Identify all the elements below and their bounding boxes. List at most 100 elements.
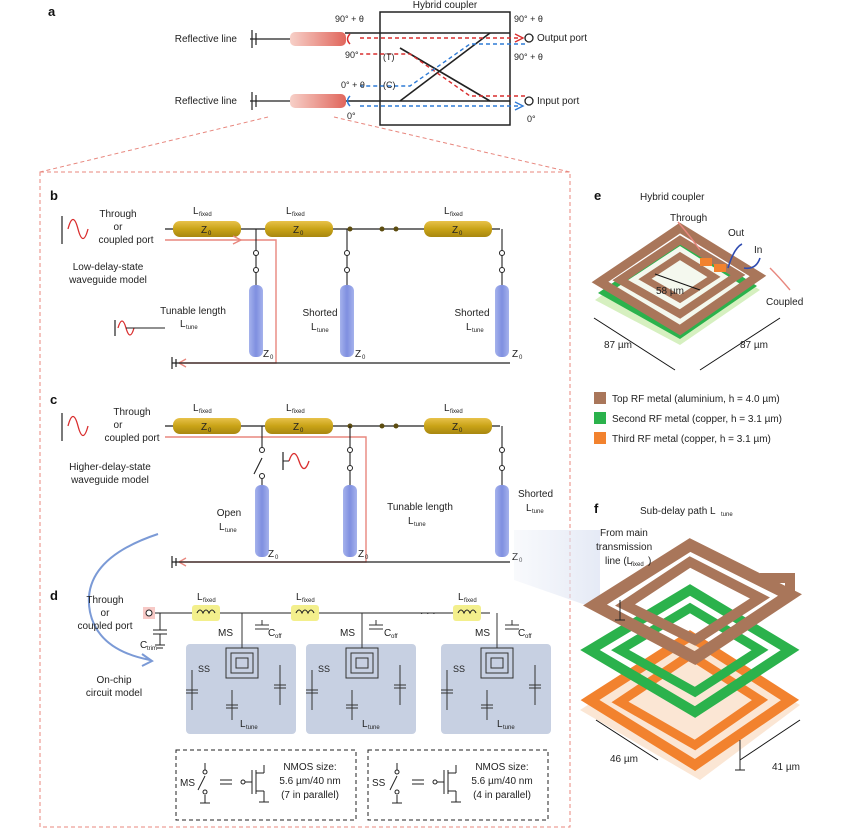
f-dim-right: 41 µm — [772, 762, 800, 773]
reflective-line-bottom — [250, 92, 351, 110]
svg-text:fixed: fixed — [450, 409, 463, 415]
b-tunable: Tunable length — [160, 306, 226, 317]
svg-text:0: 0 — [208, 231, 212, 237]
nmos-ms-box — [175, 749, 357, 821]
svg-text:fixed: fixed — [631, 562, 644, 568]
svg-text:0: 0 — [270, 355, 274, 361]
svg-text:0: 0 — [459, 231, 463, 237]
d-through: Through — [86, 595, 123, 606]
hybrid-coupler-3d — [591, 221, 791, 371]
svg-text:tune: tune — [225, 528, 237, 534]
panel-d-label: d — [50, 588, 58, 603]
phase-top-right: 90° + θ — [514, 14, 543, 24]
phase-0-right: 0° — [527, 114, 536, 124]
c-model-l1: Higher-delay-state — [69, 462, 151, 473]
nmos-ss-par: (4 in parallel) — [473, 790, 531, 801]
svg-text:L: L — [197, 592, 203, 603]
svg-text:off: off — [391, 634, 398, 640]
svg-text:0: 0 — [300, 231, 304, 237]
waveguide-c3 — [424, 418, 492, 434]
e-in: In — [754, 245, 762, 256]
svg-text:Z: Z — [293, 422, 299, 433]
svg-text:0: 0 — [365, 555, 369, 561]
svg-text:L: L — [193, 206, 199, 217]
svg-text:tune: tune — [414, 522, 426, 528]
e-dim-left: 87 µm — [604, 340, 632, 351]
hybrid-coupler-box — [379, 11, 511, 126]
reflective-line-label-top: Reflective line — [175, 34, 238, 45]
svg-text:MS: MS — [340, 628, 355, 639]
svg-text:Z: Z — [355, 349, 361, 360]
svg-text:0: 0 — [208, 428, 212, 434]
svg-text:Z: Z — [512, 349, 518, 360]
svg-text:tune: tune — [503, 725, 515, 731]
svg-text:C: C — [518, 628, 525, 639]
f-title: Sub-delay path L — [640, 506, 716, 517]
nmos-ss-size: 5.6 µm/40 nm — [471, 776, 532, 787]
waveguide-c2 — [265, 418, 333, 434]
cell-1 — [186, 644, 296, 734]
e-coupled: Coupled — [766, 297, 803, 308]
svg-text:SS: SS — [453, 664, 465, 674]
legend: Top RF metal (aluminium, h = 4.0 µm)Seco… — [594, 392, 782, 445]
output-port-circle — [524, 33, 534, 43]
panel-f-label: f — [594, 501, 599, 516]
legend-swatch — [594, 432, 606, 444]
svg-text:L: L — [180, 319, 186, 330]
svg-text:C: C — [268, 628, 275, 639]
svg-text:0: 0 — [300, 428, 304, 434]
b-coupled-port: coupled port — [98, 235, 153, 246]
b-or: or — [114, 222, 124, 233]
panel-c-label: c — [50, 392, 57, 407]
d-or: or — [101, 608, 111, 619]
svg-text:): ) — [648, 556, 651, 567]
b-model-l2: waveguide model — [68, 275, 147, 286]
phase-0-left: 0° — [347, 111, 356, 121]
svg-text:L: L — [458, 592, 464, 603]
waveguide-c1 — [173, 418, 241, 434]
svg-text:off: off — [525, 634, 532, 640]
c-tunable: Tunable length — [387, 502, 453, 513]
signal-path-blue — [360, 43, 525, 107]
e-title: Hybrid coupler — [640, 192, 705, 203]
cell-2 — [306, 644, 416, 734]
zoom-box — [39, 116, 571, 828]
svg-text:tune: tune — [472, 328, 484, 334]
transition-arrow — [87, 533, 159, 661]
d-coupled-port: coupled port — [77, 621, 132, 632]
waveguide-b3 — [424, 221, 492, 237]
nmos-ms-size: 5.6 µm/40 nm — [279, 776, 340, 787]
svg-text:Z: Z — [263, 349, 269, 360]
hybrid-coupler-title: Hybrid coupler — [413, 0, 478, 11]
input-port-circle — [524, 96, 534, 106]
stub-c3 — [495, 485, 509, 557]
svg-text:L: L — [362, 719, 368, 730]
stub-c2 — [343, 485, 357, 557]
svg-text:L: L — [219, 522, 225, 533]
nmos-ms-par: (7 in parallel) — [281, 790, 339, 801]
nmos-ms-title: NMOS size: — [283, 762, 336, 773]
svg-text:L: L — [444, 403, 450, 414]
c-open: Open — [217, 508, 241, 519]
svg-text:C: C — [140, 640, 147, 651]
svg-text:off: off — [275, 634, 282, 640]
svg-text:Z: Z — [293, 225, 299, 236]
svg-text:SS: SS — [318, 664, 330, 674]
svg-text:MS: MS — [475, 628, 490, 639]
svg-text:fixed: fixed — [203, 598, 216, 604]
input-port-label: Input port — [537, 96, 579, 107]
svg-text:fixed: fixed — [450, 212, 463, 218]
b-shorted-2: Shorted — [454, 308, 489, 319]
svg-text:L: L — [286, 403, 292, 414]
svg-text:SS: SS — [198, 664, 210, 674]
svg-text:From main: From main — [600, 528, 648, 539]
panel-b-label: b — [50, 188, 58, 203]
svg-text:tune: tune — [721, 512, 733, 518]
svg-text:L: L — [296, 592, 302, 603]
svg-text:trim: trim — [147, 646, 157, 652]
svg-text:MS: MS — [180, 778, 195, 789]
legend-swatch — [594, 412, 606, 424]
phase-mid-right: 90° + θ — [514, 52, 543, 62]
svg-text:tune: tune — [246, 725, 258, 731]
